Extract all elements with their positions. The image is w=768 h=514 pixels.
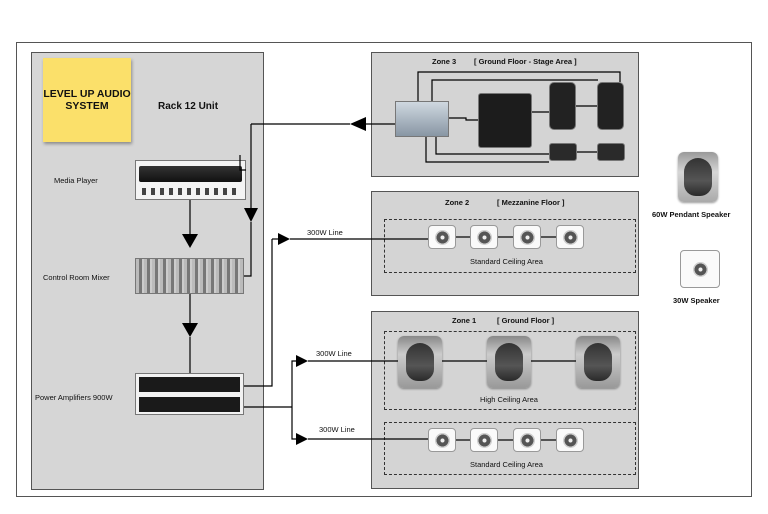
zone-1-high-line-label: 300W Line: [316, 349, 352, 358]
pendant-speaker-icon: [576, 336, 620, 388]
ceiling-speaker-icon: [556, 225, 584, 249]
zone-1-standard-ceiling-area: [384, 422, 636, 475]
stage-monitor-left-icon: [549, 143, 577, 161]
arrow-to-zone1-high: [296, 355, 308, 367]
zone-1-high-ceiling-area: [384, 331, 636, 410]
ceiling-speaker-icon: [428, 225, 456, 249]
digital-mixer-icon: [395, 101, 449, 137]
zone-3-name: Zone 3: [432, 57, 457, 66]
zone-1-standard-line-label: 300W Line: [319, 425, 355, 434]
pendant-speaker-icon: [398, 336, 442, 388]
system-title: LEVEL UP AUDIO SYSTEM: [43, 88, 131, 112]
zone-1-area: [ Ground Floor ]: [497, 316, 555, 325]
ceiling-speaker-icon: [470, 428, 498, 452]
zone-3-area: [ Ground Floor - Stage Area ]: [474, 57, 577, 66]
ceiling-speaker-icon: [513, 225, 541, 249]
loudspeaker-right-icon: [597, 82, 624, 130]
rack-title: Rack 12 Unit: [158, 101, 219, 112]
legend-ceiling-speaker-icon: [680, 250, 720, 288]
media-player-icon: [135, 160, 246, 200]
zone-1-standard-ceiling-label: Standard Ceiling Area: [470, 460, 543, 469]
arrow-zone3-to-rack: [350, 117, 366, 131]
zone-2-line-label: 300W Line: [307, 228, 343, 237]
pendant-speaker-icon: [487, 336, 531, 388]
arrow-player-to-mixer: [182, 234, 198, 248]
zone-2-ceiling-area: [384, 219, 636, 273]
amplifiers-label: Power Amplifiers 900W: [35, 393, 113, 402]
legend-pendant-label: 60W Pendant Speaker: [652, 210, 731, 219]
subwoofer-icon: [478, 93, 532, 148]
arrow-to-zone1-std: [296, 433, 308, 445]
media-player-label: Media Player: [54, 176, 98, 185]
arrow-to-mixer: [244, 208, 258, 222]
zone-1-name: Zone 1: [452, 316, 477, 325]
ceiling-speaker-icon: [513, 428, 541, 452]
stage-monitor-right-icon: [597, 143, 625, 161]
ceiling-speaker-icon: [470, 225, 498, 249]
arrow-to-zone2: [278, 233, 290, 245]
zone-1-high-ceiling-label: High Ceiling Area: [480, 395, 538, 404]
legend-ceiling-label: 30W Speaker: [673, 296, 720, 305]
ceiling-speaker-icon: [428, 428, 456, 452]
loudspeaker-left-icon: [549, 82, 576, 130]
arrow-mixer-to-amps: [182, 323, 198, 337]
power-amplifier-icon: [135, 373, 244, 415]
legend-pendant-speaker-icon: [678, 152, 718, 202]
mixer-label: Control Room Mixer: [43, 273, 110, 282]
zone-2-name: Zone 2: [445, 198, 470, 207]
title-sticky-note: LEVEL UP AUDIO SYSTEM: [43, 58, 131, 142]
zone-2-ceiling-label: Standard Ceiling Area: [470, 257, 543, 266]
mixer-icon: [135, 258, 244, 294]
zone-2-panel: [371, 191, 639, 296]
ceiling-speaker-icon: [556, 428, 584, 452]
zone-2-area: [ Mezzanine Floor ]: [497, 198, 565, 207]
